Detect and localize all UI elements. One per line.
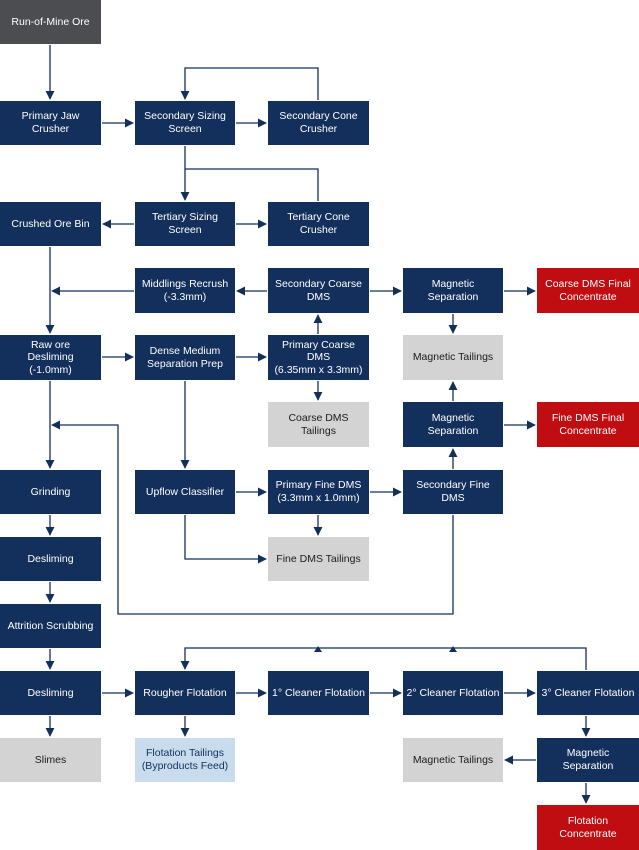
raw-ore-desliming-node: Raw ore Desliming (-1.0mm) <box>0 335 101 380</box>
secondary-coarse-dms-node: Secondary Coarse DMS <box>268 268 369 313</box>
grinding-node: Grinding <box>0 470 101 514</box>
tertiary-cone-crusher-node: Tertiary Cone Crusher <box>268 202 369 246</box>
primary-jaw-crusher-node: Primary Jaw Crusher <box>0 101 101 145</box>
coarse-dms-tailings-node: Coarse DMS Tailings <box>268 402 369 447</box>
cleaner-recycle-arrowhead-1 <box>314 646 322 652</box>
fine-recycle-loop-arrow <box>51 420 454 615</box>
upflow-to-fine-tailings-arrow <box>184 515 267 564</box>
desliming-node-2: Desliming <box>0 671 101 715</box>
secondary-cone-recycle-arrow <box>180 67 319 100</box>
secondary-fine-dms-node: Secondary Fine DMS <box>403 470 503 514</box>
magnetic-separation-flotation-node: Magnetic Separation <box>537 738 639 782</box>
flotation-tailings-node: Flotation Tailings (Byproducts Feed) <box>135 738 235 782</box>
secondary-cone-crusher-node: Secondary Cone Crusher <box>268 101 369 145</box>
cleaner-recycle-to-rougher-arrow <box>180 647 587 670</box>
third-cleaner-flotation-node: 3° Cleaner Flotation <box>537 671 639 715</box>
fine-dms-tailings-node: Fine DMS Tailings <box>268 537 369 581</box>
dense-medium-separation-prep-node: Dense Medium Separation Prep <box>135 335 235 380</box>
upflow-classifier-node: Upflow Classifier <box>135 470 235 514</box>
primary-fine-dms-node: Primary Fine DMS (3.3mm x 1.0mm) <box>268 470 369 514</box>
desliming-node-1: Desliming <box>0 537 101 581</box>
tertiary-cone-recycle-arrow <box>185 168 319 201</box>
crushed-ore-bin-node: Crushed Ore Bin <box>0 202 101 246</box>
run-of-mine-ore-node: Run-of-Mine Ore <box>0 0 101 44</box>
secondary-sizing-screen-node: Secondary Sizing Screen <box>135 101 235 145</box>
cleaner-recycle-arrowhead-2 <box>449 646 457 652</box>
first-cleaner-flotation-node: 1° Cleaner Flotation <box>268 671 369 715</box>
rougher-flotation-node: Rougher Flotation <box>135 671 235 715</box>
second-cleaner-flotation-node: 2° Cleaner Flotation <box>403 671 503 715</box>
magnetic-tailings-coarse-node: Magnetic Tailings <box>403 335 503 380</box>
magnetic-tailings-flotation-node: Magnetic Tailings <box>403 738 503 782</box>
middlings-recrush-node: Middlings Recrush (-3.3mm) <box>135 268 235 313</box>
flotation-concentrate-node: Flotation Concentrate <box>537 805 639 850</box>
fine-dms-final-concentrate-node: Fine DMS Final Concentrate <box>537 402 639 447</box>
magnetic-separation-fine-node: Magnetic Separation <box>403 402 503 447</box>
coarse-dms-final-concentrate-node: Coarse DMS Final Concentrate <box>537 268 639 313</box>
magnetic-separation-coarse-node: Magnetic Separation <box>403 268 503 313</box>
tertiary-sizing-screen-node: Tertiary Sizing Screen <box>135 202 235 246</box>
primary-coarse-dms-node: Primary Coarse DMS (6.35mm x 3.3mm) <box>268 335 369 380</box>
slimes-node: Slimes <box>0 738 101 782</box>
attrition-scrubbing-node: Attrition Scrubbing <box>0 604 101 648</box>
